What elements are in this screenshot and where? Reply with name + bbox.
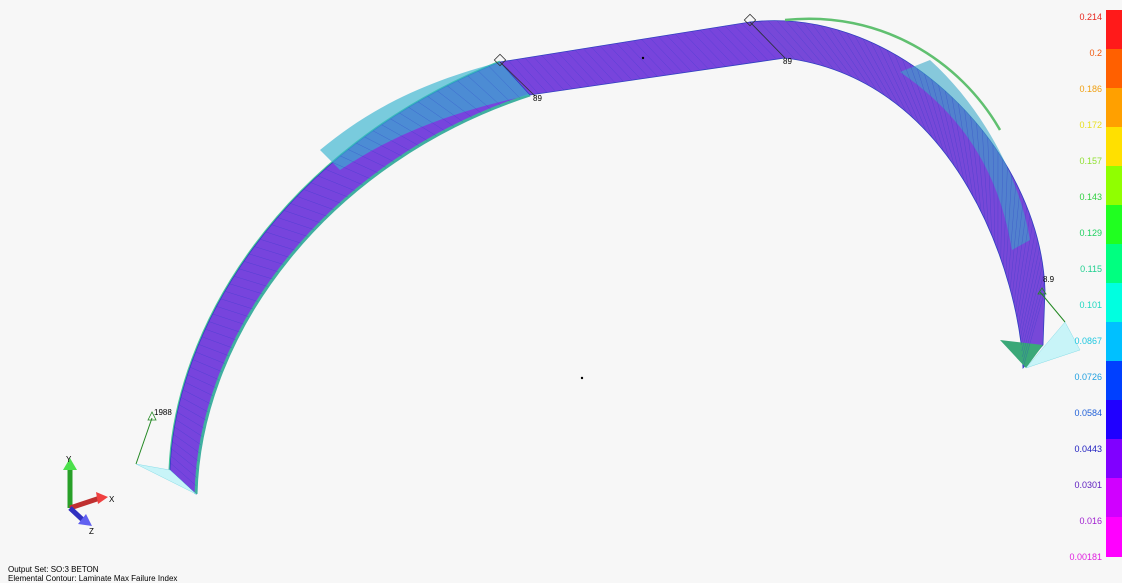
mesh-lines <box>169 20 1046 495</box>
colorbar-segment <box>1106 244 1122 284</box>
left-support[interactable]: 1988 <box>135 408 197 495</box>
legend-label: 0.2 <box>1089 48 1102 58</box>
output-set-label: Output Set: SO:3 BETON <box>8 565 99 574</box>
contour-colorbar <box>1106 10 1122 557</box>
mid-left-tag: 89 <box>533 94 542 103</box>
legend-label: 0.0301 <box>1074 480 1102 490</box>
legend-label: 0.214 <box>1079 12 1102 22</box>
colorbar-segment <box>1106 49 1122 89</box>
axis-y-label: Y <box>66 455 72 464</box>
legend-label: 0.129 <box>1079 228 1102 238</box>
colorbar-segment <box>1106 10 1122 50</box>
mid-right-tag: 89 <box>783 57 792 66</box>
constraint-markers <box>493 13 786 97</box>
arch-mesh[interactable] <box>168 17 1046 495</box>
legend-label: 0.186 <box>1079 84 1102 94</box>
legend-label: 0.0867 <box>1074 336 1102 346</box>
legend-label: 0.00181 <box>1069 552 1102 562</box>
colorbar-segment <box>1106 439 1122 479</box>
legend-label: 0.172 <box>1079 120 1102 130</box>
legend-label: 0.0443 <box>1074 444 1102 454</box>
colorbar-segment <box>1106 517 1122 557</box>
legend-label: 0.016 <box>1079 516 1102 526</box>
colorbar-segment <box>1106 205 1122 245</box>
axis-z-label: Z <box>89 527 94 536</box>
legend-label: 0.0726 <box>1074 372 1102 382</box>
colorbar-segment <box>1106 400 1122 440</box>
colorbar-segment <box>1106 478 1122 518</box>
arch-right-foot <box>1000 340 1043 368</box>
arch-right-rim <box>784 17 1002 131</box>
arch-left-band <box>169 61 531 495</box>
legend-label: 0.101 <box>1079 300 1102 310</box>
right-load-label: 8.9 <box>1043 275 1055 284</box>
arch-right-cyan-zone <box>900 60 1030 250</box>
legend-label: 0.115 <box>1080 264 1102 274</box>
colorbar-segment <box>1106 322 1122 362</box>
legend-label: 0.0584 <box>1074 408 1102 418</box>
colorbar-segment <box>1106 88 1122 128</box>
view-center-marker <box>580 376 584 380</box>
legend-label: 0.157 <box>1079 156 1102 166</box>
axis-triad: Y X Z <box>63 455 115 536</box>
colorbar-segment <box>1106 283 1122 323</box>
arch-left-inner-rim <box>194 93 531 495</box>
colorbar-segment <box>1106 127 1122 167</box>
left-load-label: 1988 <box>154 408 172 417</box>
legend-label: 0.143 <box>1079 192 1102 202</box>
crown-marker <box>641 56 645 60</box>
arch-left-cyan-zone <box>320 62 530 170</box>
colorbar-segment <box>1106 166 1122 206</box>
axis-x-label: X <box>109 495 115 504</box>
right-support[interactable]: 8.9 <box>1025 275 1081 369</box>
contour-type-label: Elemental Contour: Laminate Max Failure … <box>8 574 178 583</box>
colorbar-segment <box>1106 361 1122 401</box>
